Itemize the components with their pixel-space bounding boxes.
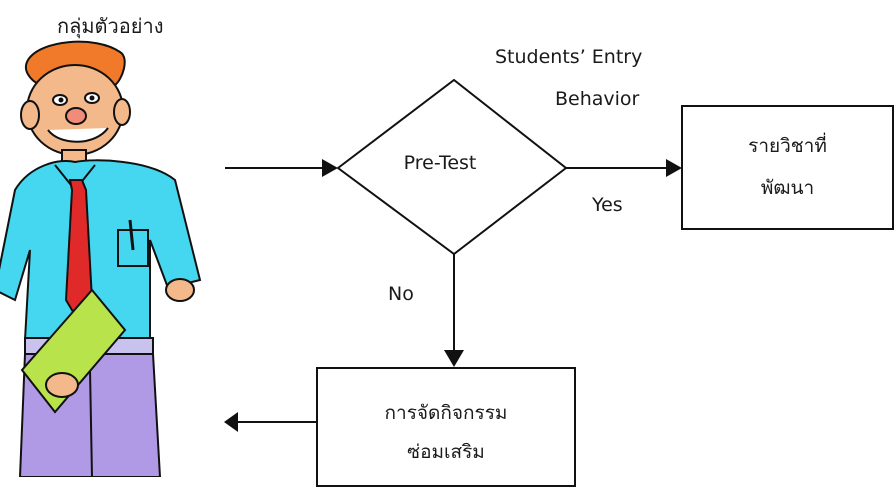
yes-label: Yes	[592, 194, 623, 216]
no-label: No	[388, 283, 414, 305]
course-box-line2: พัฒนา	[760, 177, 815, 199]
remedial-box: การจัดกิจกรรม ซ่อมเสริม	[316, 367, 576, 487]
sample-group-title: กลุ่มตัวอย่าง	[57, 14, 164, 38]
course-box: รายวิชาที่ พัฒนา	[681, 105, 894, 230]
remedial-box-line1: การจัดกิจกรรม	[384, 402, 508, 424]
return-arrowhead	[224, 412, 238, 432]
flow-connectors	[224, 78, 682, 432]
pre-test-label: Pre-Test	[403, 152, 477, 174]
entry-behavior-label-line1: Students’ Entry	[495, 46, 643, 68]
yes-arrowhead	[666, 159, 682, 177]
course-box-line1: รายวิชาที่	[748, 135, 827, 157]
student-illustration	[0, 40, 202, 477]
remedial-box-line2: ซ่อมเสริม	[407, 441, 485, 463]
no-arrowhead	[444, 350, 464, 367]
input-arrowhead	[322, 159, 338, 177]
entry-behavior-label-line2: Behavior	[555, 88, 640, 110]
